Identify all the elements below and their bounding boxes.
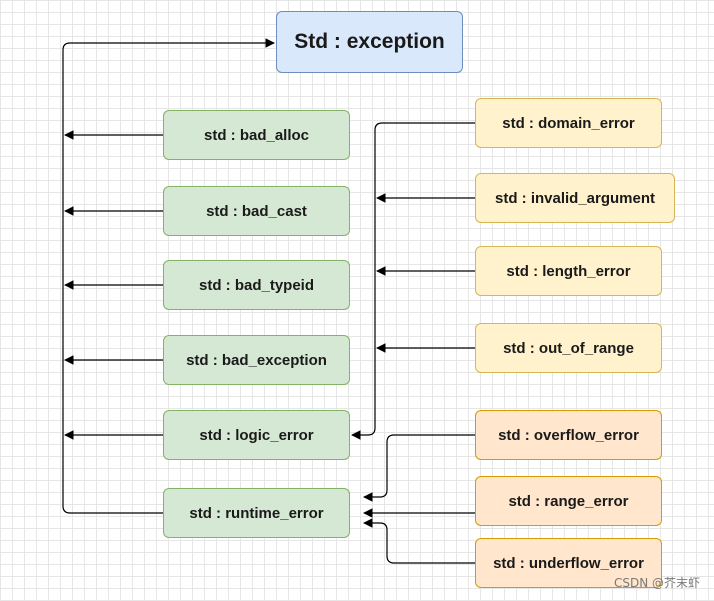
- edge-underflow-error-to-runtime-error: [363, 518, 475, 564]
- edge-overflow-error-to-runtime-error: [363, 434, 475, 502]
- node-overflow-error: std : overflow_error: [475, 410, 662, 460]
- node-bad-alloc: std : bad_alloc: [163, 110, 350, 160]
- node-bad-cast: std : bad_cast: [163, 186, 350, 236]
- node-range-error: std : range_error: [475, 476, 662, 526]
- edge-domain-error-to-logic-error: [351, 122, 475, 440]
- node-runtime-error: std : runtime_error: [163, 488, 350, 538]
- watermark-text: CSDN @芥末虾: [613, 576, 700, 590]
- node-bad-exception: std : bad_exception: [163, 335, 350, 385]
- node-domain-error: std : domain_error: [475, 98, 662, 148]
- node-std-exception: Std : exception: [276, 11, 463, 73]
- node-length-error: std : length_error: [475, 246, 662, 296]
- node-bad-typeid: std : bad_typeid: [163, 260, 350, 310]
- node-out-of-range: std : out_of_range: [475, 323, 662, 373]
- node-logic-error: std : logic_error: [163, 410, 350, 460]
- node-invalid-argument: std : invalid_argument: [475, 173, 675, 223]
- node-underflow-error: std : underflow_error: [475, 538, 662, 588]
- edge-runtime-error-to-exception: [62, 38, 275, 514]
